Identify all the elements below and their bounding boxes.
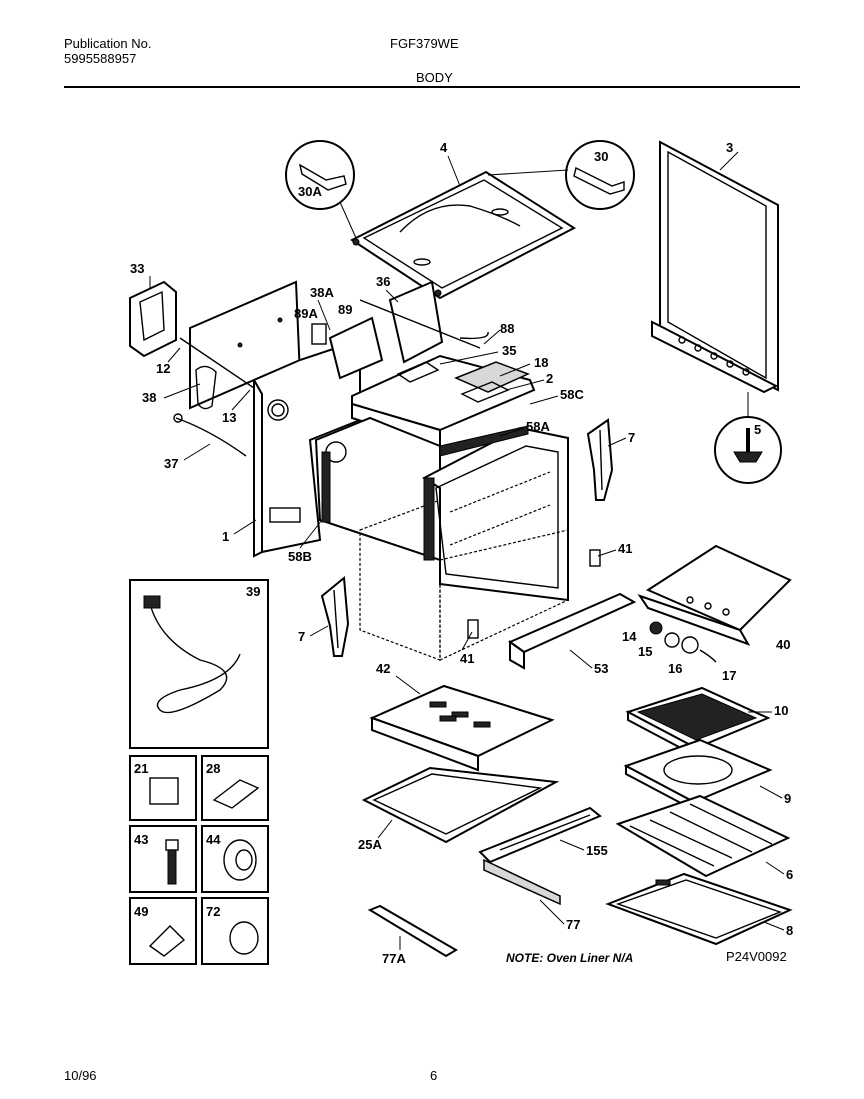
callout-38: 38 (142, 390, 156, 405)
callout-1: 1 (222, 529, 229, 544)
callout-40: 40 (776, 637, 790, 652)
leader-lines (149, 151, 785, 950)
part-broil-pan-grid (625, 686, 771, 758)
part-wire-strap (173, 337, 255, 457)
callout-39: 39 (246, 584, 260, 599)
callout-25a: 25A (358, 837, 382, 852)
callout-53: 53 (594, 661, 608, 676)
box-part-43 (129, 825, 197, 893)
callout-7b: 7 (298, 629, 305, 644)
part-leveling-leg (714, 392, 782, 484)
callout-36: 36 (376, 274, 390, 289)
publication-number: 5995588957 (64, 51, 137, 66)
drawing-code: P24V0092 (726, 949, 787, 964)
callout-38a: 38A (310, 285, 334, 300)
footer-date: 10/96 (64, 1068, 97, 1083)
part-back-panel (189, 280, 361, 558)
callout-18: 18 (534, 355, 548, 370)
part-valve-knob-set (649, 621, 717, 663)
callout-9: 9 (784, 791, 791, 806)
box-power-cord (129, 579, 269, 749)
callout-33: 33 (130, 261, 144, 276)
callout-72: 72 (206, 904, 220, 919)
detail-circle-30 (487, 140, 635, 210)
part-clip-41b (467, 619, 479, 639)
header-rule (64, 86, 800, 88)
callout-43: 43 (134, 832, 148, 847)
callout-13: 13 (222, 410, 236, 425)
detail-circle-30a (285, 140, 357, 239)
callout-8: 8 (786, 923, 793, 938)
callout-labels: 3 4 30 30A 33 38A 89A 89 36 88 35 18 2 5… (130, 140, 793, 966)
callout-42: 42 (376, 661, 390, 676)
part-oven-body (314, 354, 569, 661)
callout-155: 155 (586, 843, 608, 858)
part-oven-rack (615, 794, 791, 878)
part-broil-pan (623, 738, 773, 812)
part-clip-41a (589, 549, 601, 567)
callout-12: 12 (156, 361, 170, 376)
callout-89: 89 (338, 302, 352, 317)
callout-35: 35 (502, 343, 516, 358)
callout-30a: 30A (298, 184, 322, 199)
callout-17: 17 (722, 668, 736, 683)
callout-58b: 58B (288, 549, 312, 564)
part-door-hinge-right (586, 418, 614, 501)
part-side-panel (651, 140, 779, 394)
callout-3: 3 (726, 140, 733, 155)
box-part-28 (201, 755, 269, 821)
callout-5: 5 (754, 422, 761, 437)
footer-page-number: 6 (430, 1068, 438, 1083)
callout-4: 4 (440, 140, 448, 155)
callout-37: 37 (164, 456, 178, 471)
box-part-72 (201, 897, 269, 965)
callout-21: 21 (134, 761, 148, 776)
callout-77: 77 (566, 917, 580, 932)
publication-label: Publication No. (64, 36, 152, 51)
part-oven-floor (605, 872, 793, 946)
callout-77a: 77A (382, 951, 406, 966)
part-burner-assembly (311, 280, 489, 380)
callout-88: 88 (500, 321, 514, 336)
callout-16: 16 (668, 661, 682, 676)
model-number: FGF379WE (390, 36, 459, 51)
box-part-21 (129, 755, 197, 821)
callout-10: 10 (774, 703, 788, 718)
callout-14: 14 (622, 629, 637, 644)
part-bracket-33 (129, 280, 177, 358)
callout-30: 30 (594, 149, 608, 164)
callout-28: 28 (206, 761, 220, 776)
part-oven-bottom (369, 684, 555, 772)
part-oven-burner (478, 806, 602, 906)
callout-58a: 58A (526, 419, 550, 434)
callout-6: 6 (786, 867, 793, 882)
part-oven-top-shield (396, 361, 530, 403)
part-trim-strip (367, 904, 458, 958)
part-top-panel (350, 170, 576, 300)
callout-2: 2 (546, 371, 553, 386)
callout-41a: 41 (618, 541, 632, 556)
part-front-rail (507, 592, 637, 670)
callout-7a: 7 (628, 430, 635, 445)
callout-15: 15 (638, 644, 652, 659)
box-part-49 (129, 897, 197, 965)
callout-89a: 89A (294, 306, 318, 321)
callout-41b: 41 (460, 651, 474, 666)
box-part-44 (201, 825, 269, 893)
part-door-hinge-left (320, 576, 350, 657)
section-title: BODY (416, 70, 453, 85)
callout-58c: 58C (560, 387, 584, 402)
oven-liner-note: NOTE: Oven Liner N/A (506, 951, 633, 965)
callout-44: 44 (206, 832, 221, 847)
part-bottom-bracket (361, 766, 560, 844)
part-broiler-shield (637, 544, 792, 646)
callout-49: 49 (134, 904, 148, 919)
